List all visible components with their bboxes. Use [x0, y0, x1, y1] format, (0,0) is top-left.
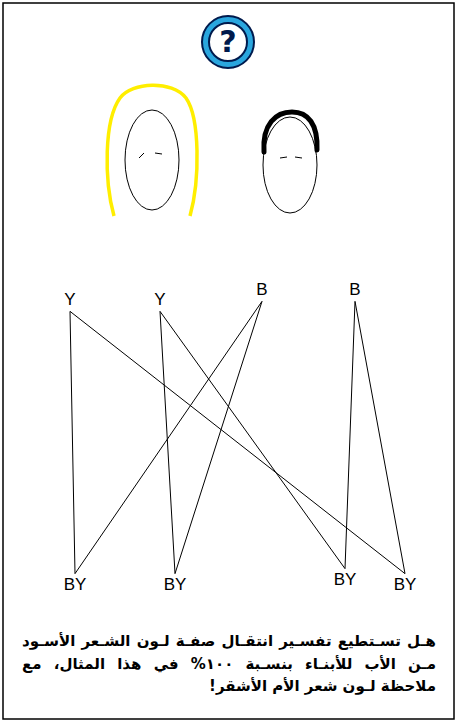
inheritance-line [355, 301, 405, 573]
allele-label: B [252, 279, 271, 302]
inheritance-line [345, 301, 355, 568]
allele-label: B [345, 279, 364, 302]
frame [3, 3, 454, 719]
allele-label: BY [60, 574, 91, 597]
black-hair [264, 112, 317, 152]
blonde-hair [107, 85, 197, 216]
eye [155, 153, 162, 154]
allele-text: B [349, 281, 360, 300]
question-badge: ? [200, 14, 256, 70]
allele-text: B [256, 281, 267, 300]
inheritance-line [70, 311, 75, 573]
allele-text: Y [64, 291, 75, 310]
eye [295, 157, 302, 158]
allele-text: BY [394, 576, 417, 595]
caption: هـل تسـتطيع تفسـير انتقـال صفـة لـون الش… [22, 630, 436, 698]
inheritance-line [70, 311, 405, 573]
inheritance-line [75, 301, 262, 573]
allele-label: BY [330, 569, 361, 592]
eye [280, 157, 287, 158]
mother-face [125, 110, 179, 210]
allele-text: BY [164, 576, 187, 595]
father-face [263, 117, 317, 213]
question-mark: ? [200, 14, 256, 70]
allele-text: BY [64, 576, 87, 595]
allele-text: Y [154, 291, 165, 310]
allele-label: Y [150, 289, 169, 312]
allele-label: BY [390, 574, 421, 597]
allele-label: BY [160, 574, 191, 597]
allele-text: BY [334, 571, 357, 590]
allele-label: Y [60, 289, 79, 312]
eye [139, 153, 144, 158]
inheritance-line [160, 311, 345, 568]
inheritance-line [175, 301, 262, 573]
inheritance-line [160, 311, 175, 573]
